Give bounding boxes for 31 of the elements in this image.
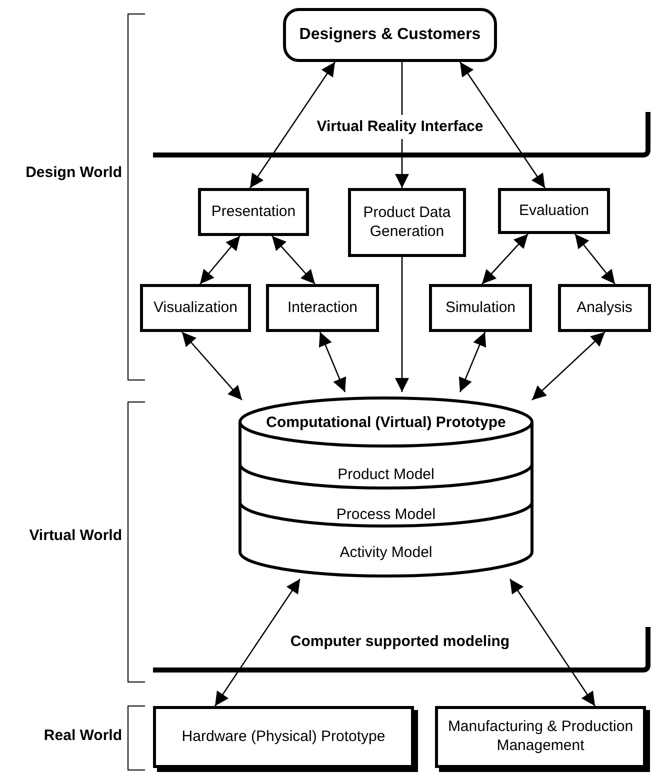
- process-box: Evaluation: [498, 188, 610, 234]
- process-box: Analysis: [558, 284, 651, 332]
- layer-label: Activity Model: [340, 543, 432, 563]
- arrow: [395, 139, 409, 188]
- region-label: Design World: [26, 163, 122, 183]
- arrow: [482, 234, 528, 284]
- arrow: [200, 236, 240, 284]
- arrow: [272, 236, 316, 284]
- cylinder-title: Computational (Virtual) Prototype: [266, 413, 506, 433]
- region-label: Virtual World: [29, 526, 122, 546]
- arrow: [458, 332, 486, 392]
- arrow: [574, 234, 616, 284]
- arrow: [318, 332, 346, 392]
- layer-label: Process Model: [336, 505, 436, 525]
- process-box: Visualization: [140, 284, 251, 332]
- arrow: [395, 257, 409, 392]
- rounded-box: Designers & Customers: [283, 8, 497, 62]
- layer-label: Product Model: [338, 465, 434, 485]
- arrow: [509, 578, 596, 706]
- arrow: [532, 332, 606, 400]
- process-box: Product Data Generation: [348, 188, 466, 257]
- arrow: [214, 578, 301, 706]
- process-box: Presentation: [198, 188, 309, 236]
- arrow: [182, 332, 242, 400]
- interface-label: Virtual Reality Interface: [300, 115, 500, 139]
- process-box: Simulation: [429, 284, 532, 332]
- process-box: Interaction: [266, 284, 379, 332]
- arrow: [459, 62, 546, 188]
- arrow: [249, 62, 336, 188]
- interface-label: Computer supported modeling: [280, 630, 520, 654]
- region-label: Real World: [44, 726, 122, 746]
